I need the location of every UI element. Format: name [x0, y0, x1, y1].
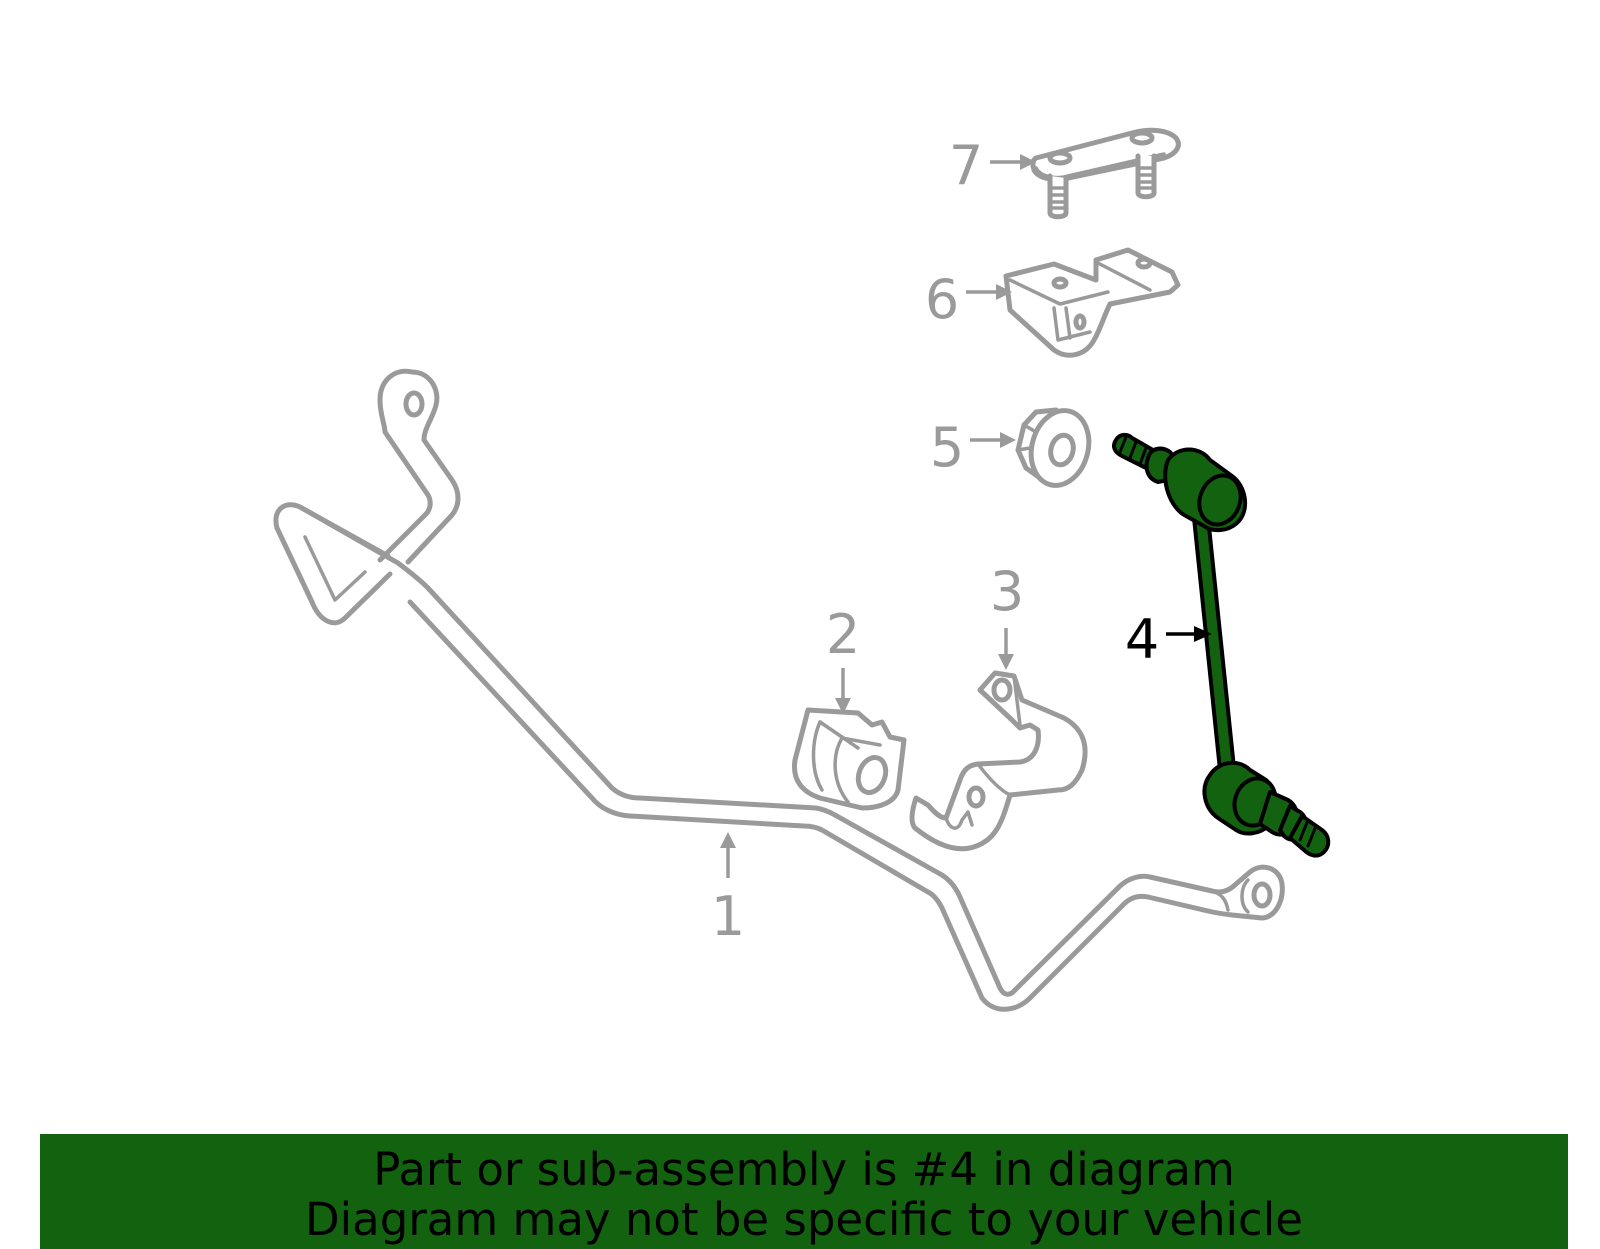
- callout-number-5: 5: [930, 416, 964, 479]
- stabilizer-link-part-4[interactable]: [1112, 432, 1331, 858]
- callout-number-3: 3: [990, 560, 1024, 623]
- callout-arrow-3: [998, 628, 1014, 670]
- callout-arrow-5: [970, 432, 1016, 448]
- banner-line-part-number: Part or sub-assembly is #4 in diagram: [373, 1143, 1235, 1196]
- callout-number-1: 1: [711, 885, 745, 948]
- callout-arrow-6: [966, 284, 1012, 300]
- callout-number-6: 6: [925, 268, 959, 331]
- callout-number-4: 4: [1125, 608, 1159, 671]
- mount-bracket-part-6[interactable]: [1003, 247, 1181, 358]
- callout-arrow-4: [1166, 626, 1212, 642]
- callout-arrow-2: [835, 668, 851, 714]
- nut-part-5[interactable]: [1015, 404, 1097, 492]
- banner-line-disclaimer: Diagram may not be specific to your vehi…: [305, 1193, 1303, 1246]
- callout-arrow-1: [720, 832, 736, 878]
- callout-arrow-7: [990, 154, 1036, 170]
- bushing-part-2[interactable]: [791, 707, 907, 811]
- stabilizer-bar-part-1[interactable]: [273, 368, 1285, 1012]
- callout-number-7: 7: [949, 134, 983, 197]
- plate-part-7[interactable]: [1030, 127, 1181, 220]
- info-banner: Part or sub-assembly is #4 in diagram Di…: [40, 1134, 1568, 1249]
- bracket-part-3[interactable]: [909, 670, 1088, 852]
- callout-number-2: 2: [826, 603, 860, 666]
